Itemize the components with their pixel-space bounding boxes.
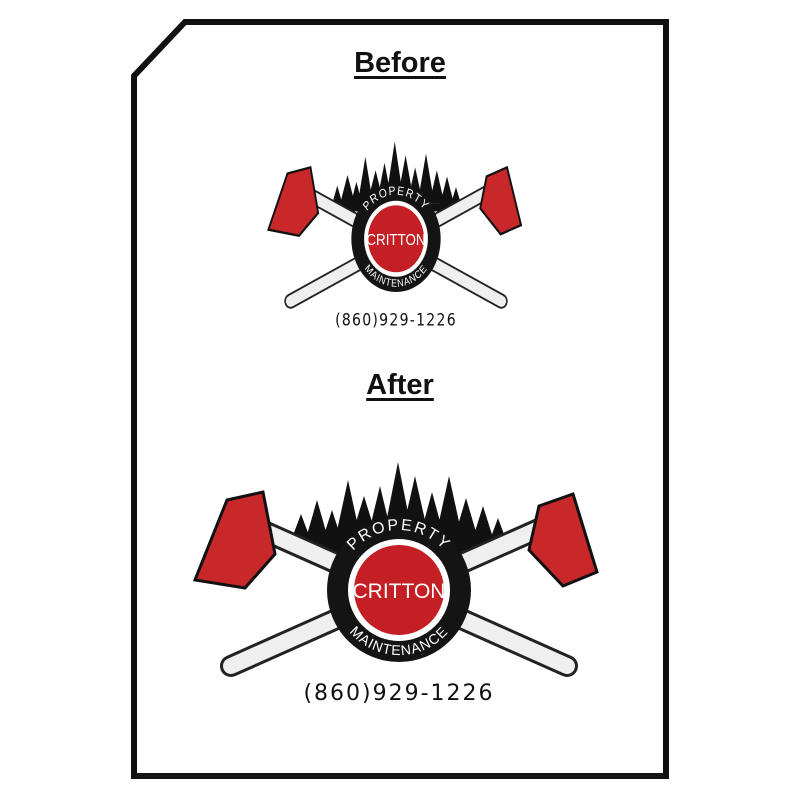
pine-tree-icon	[357, 156, 374, 204]
seal-company-name: CRITTON	[366, 232, 425, 249]
after-logo: PROPERTY MAINTENANCE CRITTON (860)929-12…	[189, 460, 609, 710]
seal-emblem: PROPERTY MAINTENANCE CRITTON	[327, 517, 471, 662]
logo-graphic: PROPERTY MAINTENANCE CRITTON (860)929-12…	[267, 141, 523, 330]
before-logo: PROPERTY MAINTENANCE CRITTON (860)929-12…	[262, 140, 530, 330]
seal-emblem: PROPERTY MAINTENANCE CRITTON	[351, 185, 441, 292]
phone-number: (860)929-1226	[335, 310, 457, 329]
pine-tree-icon	[339, 174, 356, 205]
axe-icon	[267, 165, 320, 237]
axe-icon	[192, 490, 277, 590]
seal-company-name: CRITTON	[353, 580, 446, 603]
pine-tree-icon	[305, 500, 329, 542]
axe-icon	[527, 492, 599, 588]
pine-tree-icon	[335, 480, 361, 540]
pine-tree-icon	[471, 506, 495, 544]
phone-number: (860)929-1226	[303, 681, 494, 706]
axe-icon	[479, 165, 523, 236]
pine-tree-icon	[429, 170, 445, 204]
pine-tree-icon	[417, 153, 435, 203]
after-heading: After	[366, 369, 434, 401]
pine-tree-icon	[453, 498, 479, 542]
before-heading: Before	[354, 47, 446, 79]
logo-graphic: PROPERTY MAINTENANCE CRITTON (860)929-12…	[192, 462, 599, 706]
pine-tree-icon	[439, 176, 455, 207]
pine-tree-icon	[435, 476, 463, 540]
